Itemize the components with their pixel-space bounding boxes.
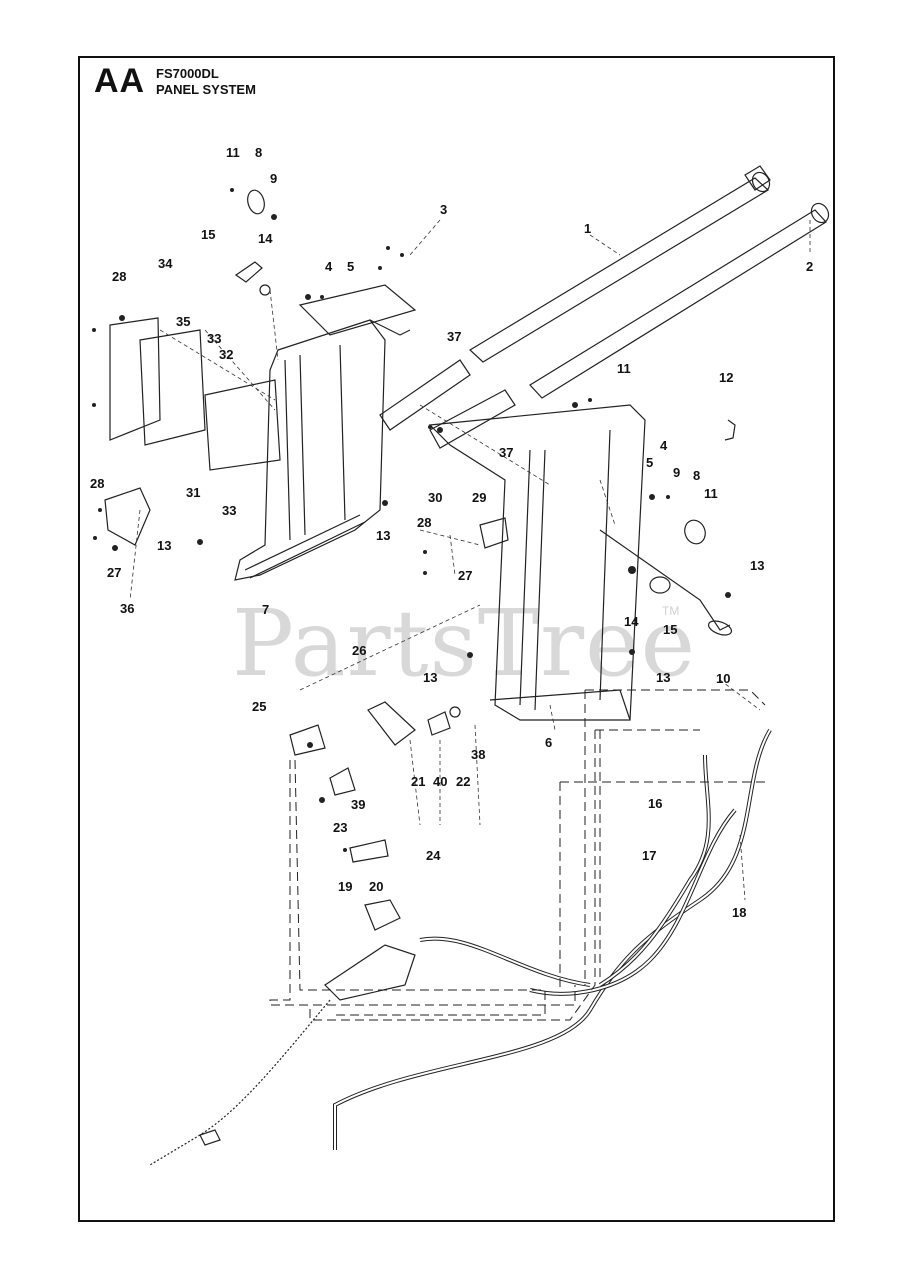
part-fitting-40 xyxy=(427,711,451,736)
callout-33: 33 xyxy=(222,503,236,518)
part-cross-tube xyxy=(379,359,471,431)
part-lever-15-left xyxy=(234,261,263,283)
callout-8: 8 xyxy=(693,468,700,483)
part-elbow-39 xyxy=(329,767,356,796)
callout-10: 10 xyxy=(716,671,730,686)
callout-25: 25 xyxy=(252,699,266,714)
part-tube-1 xyxy=(469,177,769,363)
callout-4: 4 xyxy=(325,259,333,274)
part-top-plate xyxy=(298,284,417,336)
part-knob-8-top xyxy=(247,189,265,215)
callout-14: 14 xyxy=(624,614,639,629)
part-bracket-29 xyxy=(479,517,509,549)
callout-38: 38 xyxy=(471,747,485,762)
part-sleeve xyxy=(744,165,771,191)
callout-15: 15 xyxy=(201,227,215,242)
part-hook-12 xyxy=(724,419,736,441)
callout-28: 28 xyxy=(112,269,126,284)
diagram-title: PANEL SYSTEM xyxy=(156,82,256,97)
callout-9: 9 xyxy=(270,171,277,186)
part-pump xyxy=(324,944,416,1001)
callout-16: 16 xyxy=(648,796,662,811)
part-left-panel xyxy=(234,319,386,581)
callout-23: 23 xyxy=(333,820,347,835)
callout-36: 36 xyxy=(120,601,134,616)
callout-13: 13 xyxy=(750,558,764,573)
callout-19: 19 xyxy=(338,879,352,894)
callout-13: 13 xyxy=(423,670,437,685)
part-panel-32 xyxy=(204,379,281,471)
section-code: AA xyxy=(94,62,146,100)
callout-labels: 11 8 9 3 1 2 15 14 4 5 28 34 35 33 32 37… xyxy=(90,145,813,920)
callout-34: 34 xyxy=(158,256,173,271)
callout-33: 33 xyxy=(207,331,221,346)
callout-11: 11 xyxy=(226,145,240,160)
model-number: FS7000DL xyxy=(156,66,219,81)
watermark: PartsTree xyxy=(232,590,697,697)
part-tube-2 xyxy=(529,209,827,399)
callout-28: 28 xyxy=(417,515,431,530)
part-hose-pump xyxy=(419,936,591,987)
part-hose-17 xyxy=(529,808,737,996)
line-art xyxy=(104,165,830,1166)
part-clip-20 xyxy=(349,839,389,863)
callout-13: 13 xyxy=(157,538,171,553)
callout-13: 13 xyxy=(656,670,670,685)
part-hose-16 xyxy=(598,754,711,987)
callout-32: 32 xyxy=(219,347,233,362)
callout-18: 18 xyxy=(732,905,746,920)
part-hose-18 xyxy=(333,728,772,1150)
hardware-dots xyxy=(92,188,731,852)
watermark-trademark: TM xyxy=(662,604,680,618)
callout-39: 39 xyxy=(351,797,365,812)
callout-37: 37 xyxy=(447,329,461,344)
callout-22: 22 xyxy=(456,774,470,789)
diagram-frame xyxy=(78,56,835,1222)
callout-29: 29 xyxy=(472,490,486,505)
callout-35: 35 xyxy=(176,314,190,329)
callout-21: 21 xyxy=(411,774,425,789)
callout-40: 40 xyxy=(433,774,447,789)
callout-37: 37 xyxy=(499,445,513,460)
callout-20: 20 xyxy=(369,879,383,894)
leader-lines xyxy=(129,219,811,901)
callout-27: 27 xyxy=(458,568,472,583)
callout-31: 31 xyxy=(186,485,200,500)
callout-15: 15 xyxy=(663,622,677,637)
callout-12: 12 xyxy=(719,370,733,385)
callout-14: 14 xyxy=(258,231,273,246)
part-panel-34 xyxy=(109,317,161,441)
callout-4: 4 xyxy=(660,438,668,453)
callout-5: 5 xyxy=(347,259,354,274)
callout-9: 9 xyxy=(673,465,680,480)
part-right-frame xyxy=(428,404,646,721)
callout-2: 2 xyxy=(806,259,813,274)
part-valve-21 xyxy=(367,701,416,746)
part-bracket-36 xyxy=(104,487,151,546)
callout-1: 1 xyxy=(584,221,591,236)
callout-28: 28 xyxy=(90,476,104,491)
part-hose-outlet xyxy=(149,999,331,1166)
callout-7: 7 xyxy=(262,602,269,617)
callout-3: 3 xyxy=(440,202,447,217)
callout-6: 6 xyxy=(545,735,552,750)
callout-17: 17 xyxy=(642,848,656,863)
callout-27: 27 xyxy=(107,565,121,580)
callout-26: 26 xyxy=(352,643,366,658)
callout-11: 11 xyxy=(704,486,718,501)
part-knob-8 xyxy=(684,519,706,545)
callout-13: 13 xyxy=(376,528,390,543)
callout-8: 8 xyxy=(255,145,262,160)
callout-11: 11 xyxy=(617,361,631,376)
part-valve-25 xyxy=(289,724,326,756)
callout-30: 30 xyxy=(428,490,442,505)
part-panel-35 xyxy=(139,329,206,446)
callout-5: 5 xyxy=(646,455,653,470)
routing-lines xyxy=(269,689,770,1021)
part-lever-15 xyxy=(599,529,731,631)
callout-24: 24 xyxy=(426,848,441,863)
